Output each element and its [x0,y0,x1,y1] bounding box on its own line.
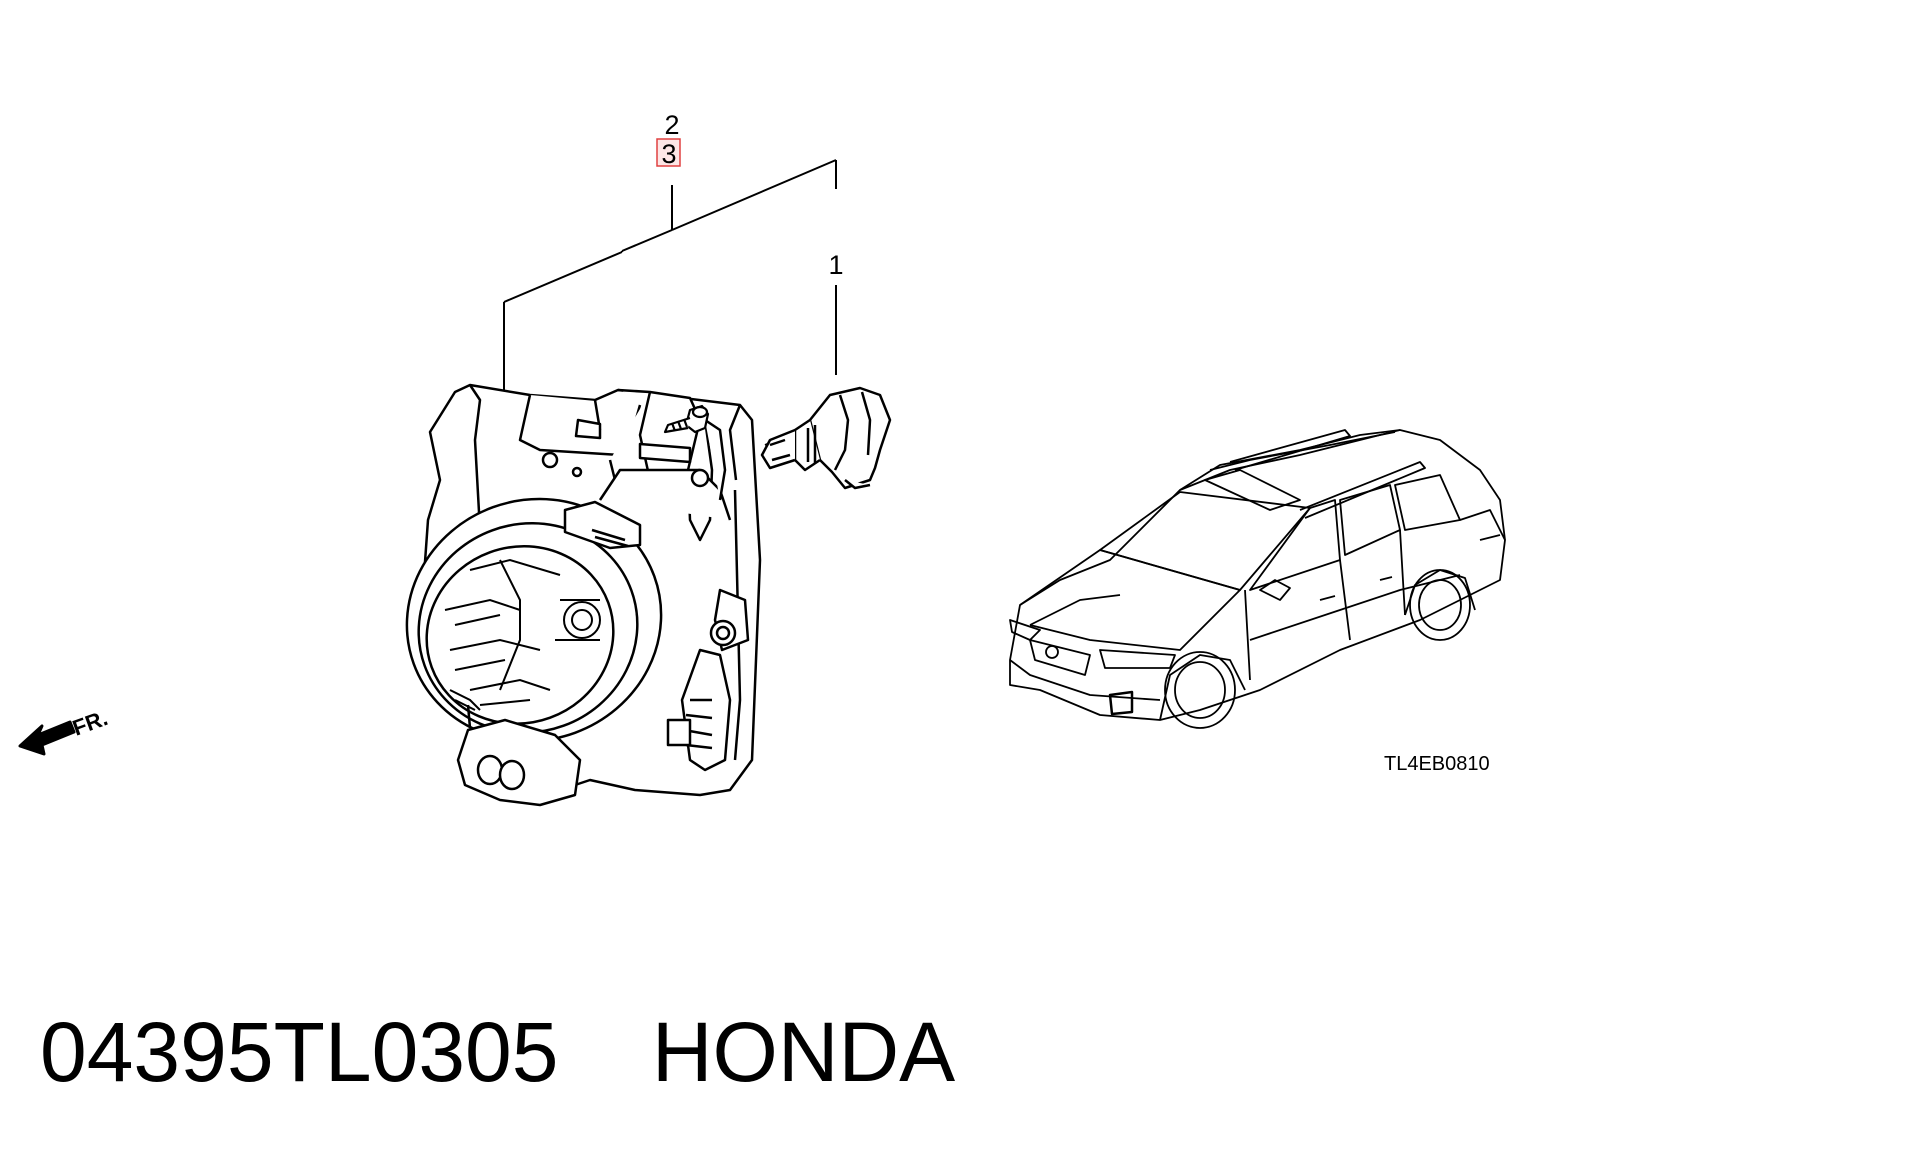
diagram-code: TL4EB0810 [1384,753,1490,775]
fog-light-assembly-drawing [405,383,762,807]
vehicle-location-drawing [1009,429,1506,729]
lens-reflector-hatching [444,558,601,711]
part-caption: 04395TL0305 HONDA [40,1010,955,1094]
bulb-drawing [760,386,892,490]
brand-name: HONDA [651,1005,956,1099]
callout-1[interactable]: 1 [828,250,843,280]
screw-drawing [663,404,710,434]
callout-2[interactable]: 2 [664,110,679,140]
front-arrow-label: FR. [69,705,111,741]
part-number: 04395TL0305 [40,1005,559,1099]
callout-3-highlight-box [656,138,681,167]
front-direction-arrow: FR. [18,705,111,756]
callout-3[interactable]: 3 [661,139,676,169]
